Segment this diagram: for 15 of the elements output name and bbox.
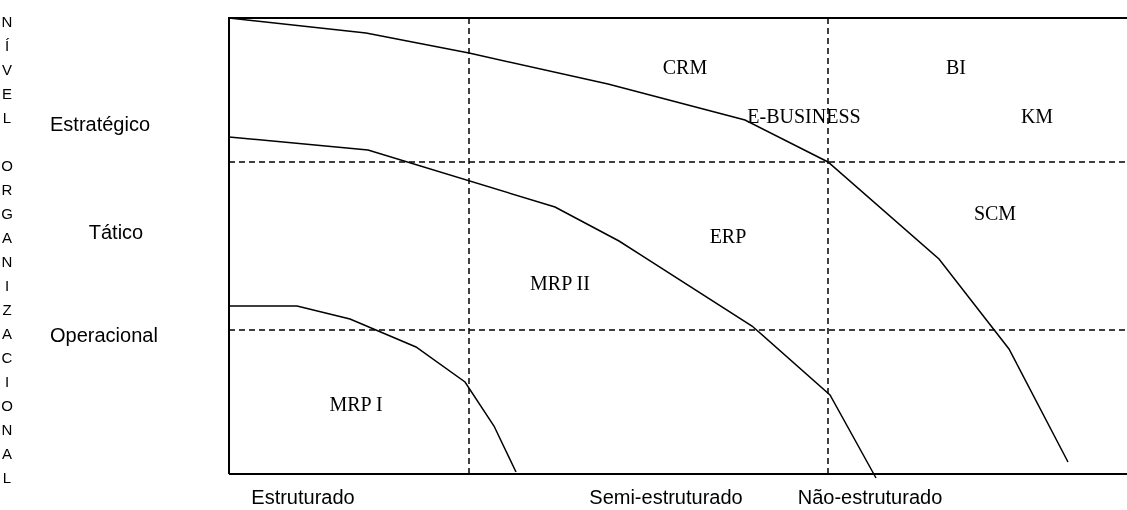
level-label: Estratégico	[50, 114, 151, 134]
system-label: SCM	[973, 203, 1017, 223]
system-label: MRP II	[530, 273, 590, 293]
system-label: KM	[1020, 106, 1054, 126]
level-label: Tático	[88, 222, 144, 242]
axis-label: Não-estruturado	[797, 487, 943, 507]
system-label: ERP	[709, 226, 747, 246]
axis-label: Estruturado	[251, 487, 355, 507]
system-label: MRP I	[329, 394, 383, 414]
level-label: Operacional	[50, 325, 158, 345]
system-label: BI	[946, 57, 966, 77]
axis-title: NÍVEL ORGANIZACIONAL	[0, 12, 14, 488]
axis-label: Semi-estruturado	[589, 487, 743, 507]
system-label: CRM	[662, 57, 708, 77]
system-label: E-BUSINESS	[747, 106, 861, 126]
